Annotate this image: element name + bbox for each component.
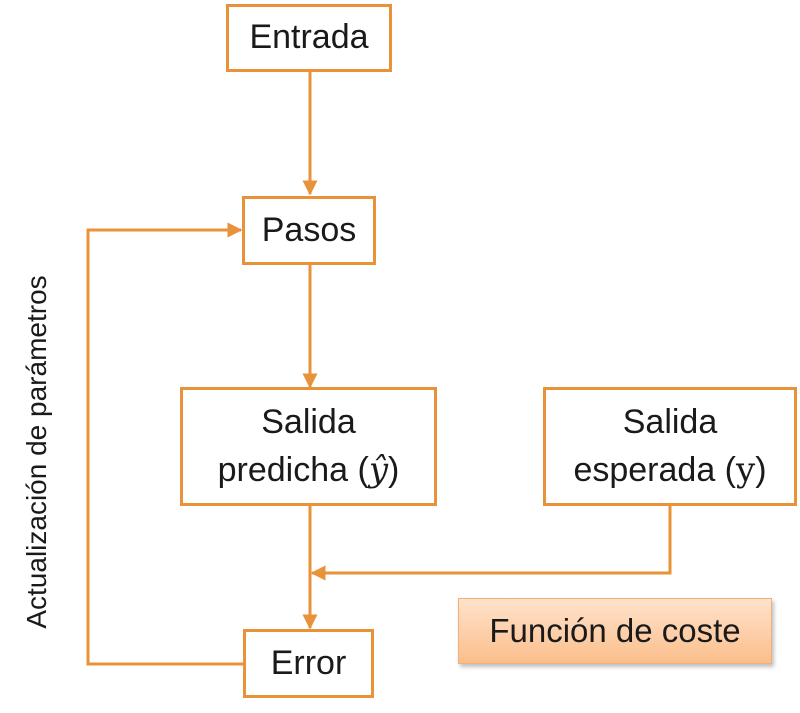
feedback-loop-label: Actualización de parámetros bbox=[21, 275, 52, 629]
node-input-label: Entrada bbox=[249, 18, 369, 57]
expected-symbol: y bbox=[736, 449, 756, 490]
node-predicted-line1: Salida bbox=[261, 402, 356, 441]
predicted-symbol: ŷ bbox=[368, 449, 389, 490]
node-predicted-output: Salida predicha (ŷ) bbox=[180, 387, 437, 506]
node-input: Entrada bbox=[226, 4, 392, 72]
node-steps-label: Pasos bbox=[261, 210, 357, 249]
expected-close-paren: ) bbox=[755, 450, 767, 489]
cost-function-badge: Función de coste bbox=[458, 598, 772, 664]
predicted-close-paren: ) bbox=[388, 450, 400, 489]
expected-line2-text: esperada ( bbox=[573, 450, 736, 489]
arrow-feedback-loop bbox=[86, 222, 243, 666]
node-expected-line1: Salida bbox=[622, 402, 718, 441]
node-expected-output: Salida esperada (y) bbox=[543, 387, 797, 506]
predicted-line2-text: predicha ( bbox=[217, 450, 369, 489]
cost-function-label: Función de coste bbox=[489, 612, 741, 649]
node-error-label: Error bbox=[270, 643, 347, 682]
node-steps: Pasos bbox=[242, 196, 376, 265]
node-expected-line2: esperada (y) bbox=[573, 447, 766, 495]
arrow-expected-to-merge bbox=[310, 504, 672, 581]
node-error: Error bbox=[243, 629, 374, 698]
node-predicted-line2: predicha (ŷ) bbox=[218, 447, 400, 495]
